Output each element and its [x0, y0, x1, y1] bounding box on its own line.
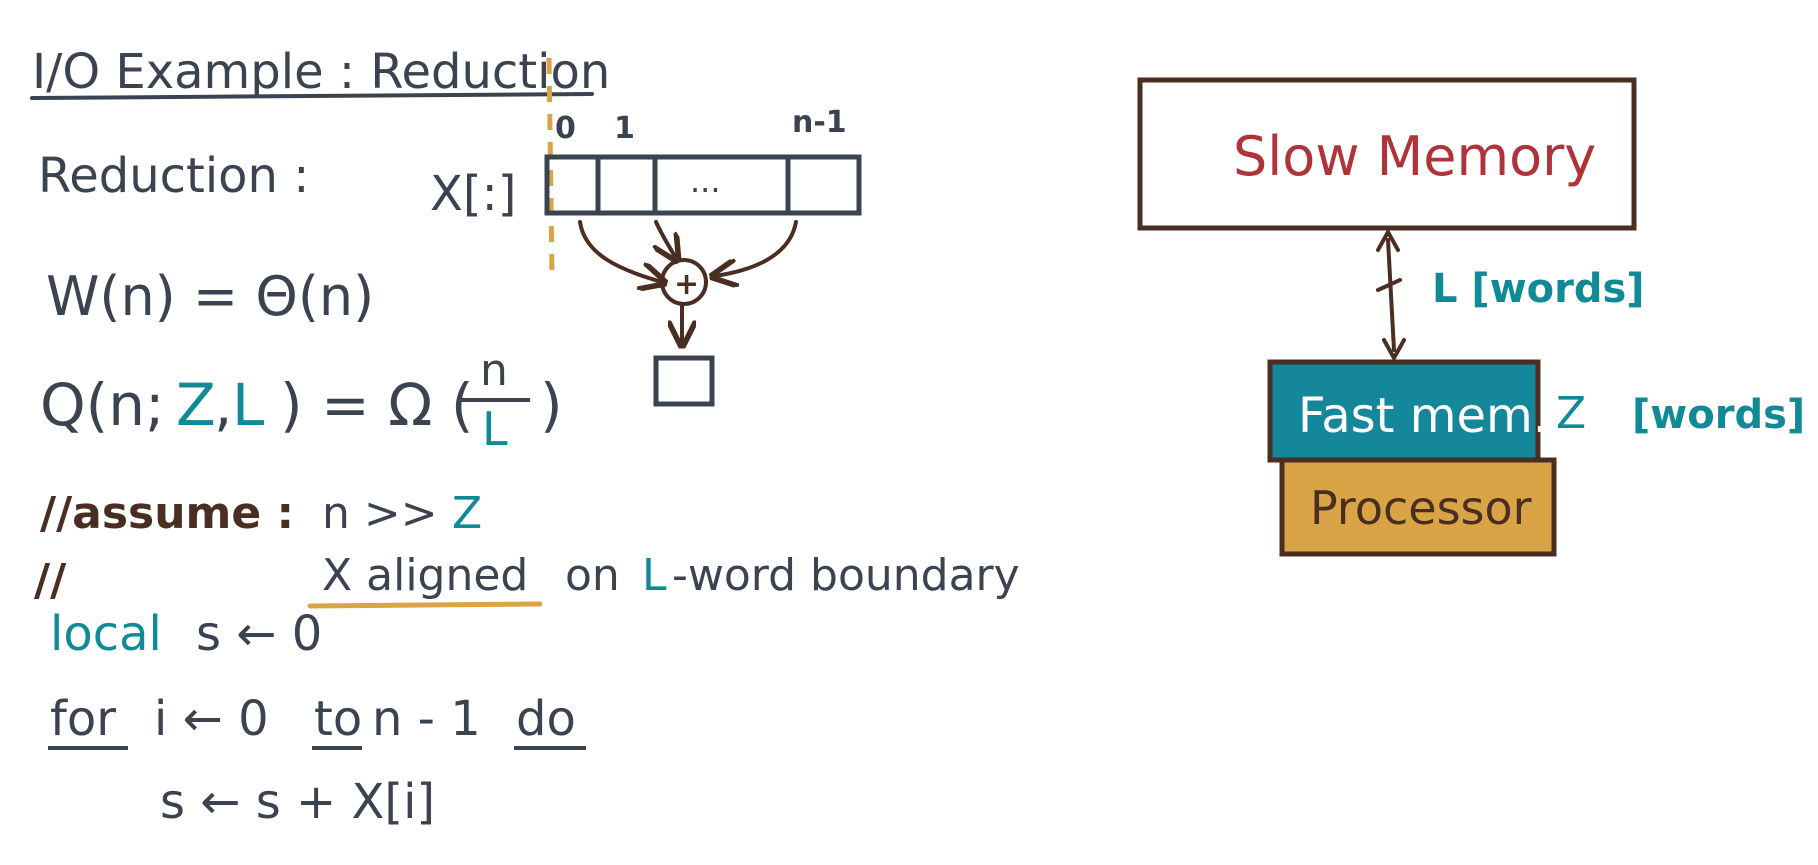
array-cells	[544, 154, 862, 216]
assume-z: Z	[452, 488, 482, 539]
code-line2-range: n - 1	[372, 691, 481, 747]
q-comma: ,	[214, 371, 232, 439]
code-line2-mid: i ← 0	[154, 691, 269, 747]
fast-memory-box	[1267, 359, 1541, 463]
transfer-arrowhead-down	[1382, 338, 1406, 363]
arrow-from-first	[578, 220, 662, 282]
assume2-aligned: X aligned	[322, 550, 528, 601]
q-numerator: n	[480, 345, 508, 396]
slow-memory-label: Slow Memory	[1233, 125, 1596, 188]
assume2-prefix: //	[34, 555, 67, 606]
array-name: X[:]	[430, 166, 517, 222]
alignment-boundary-line	[546, 57, 555, 276]
memory-transfer-link	[1376, 227, 1406, 363]
q-denominator: L	[482, 402, 508, 456]
plus-operator-circle	[660, 258, 708, 306]
reduction-label: Reduction :	[38, 148, 309, 204]
code-for-keyword: for	[50, 691, 116, 747]
array-index-last: n-1	[792, 105, 847, 140]
q-formula: Q(n; Z , L ) = Ω ( n L )	[40, 345, 563, 456]
assume2-rest: -word boundary	[672, 550, 1020, 601]
assume-prefix: //assume :	[40, 488, 294, 539]
assume-expr: n >>	[322, 488, 438, 539]
result-box	[653, 355, 715, 407]
fast-memory-label: Fast mem.	[1298, 388, 1548, 444]
assume2-l: L	[642, 550, 667, 601]
transfer-label: L [words]	[1432, 266, 1645, 312]
arrow-from-middle	[656, 220, 676, 258]
title-underline	[30, 92, 594, 100]
transfer-arrowhead-up	[1376, 227, 1400, 252]
reduction-arrows	[578, 220, 798, 343]
fast-memory-size-unit: [words]	[1632, 392, 1805, 438]
arrow-from-last	[715, 220, 798, 276]
processor-label: Processor	[1310, 481, 1532, 535]
code-local-keyword: local	[50, 606, 162, 662]
page-title: I/O Example : Reduction	[32, 44, 610, 100]
code-line1: s ← 0	[196, 606, 322, 662]
transfer-tick	[1376, 278, 1402, 292]
aligned-underline	[307, 601, 543, 609]
code-do-keyword: do	[516, 691, 576, 747]
plus-operator: +	[674, 267, 699, 302]
fast-memory-size-z: Z	[1556, 388, 1586, 439]
array-index-1: 1	[614, 111, 635, 146]
work-formula: W(n) = Θ(n)	[46, 265, 374, 328]
q-mid: ) = Ω (	[280, 371, 473, 439]
code-to-keyword: to	[314, 691, 362, 747]
transfer-arrow-line	[1386, 238, 1396, 352]
q-prefix: Q(n;	[40, 371, 165, 439]
assume2-on: on	[565, 550, 620, 601]
array-index-0: 0	[555, 111, 576, 146]
array-outline	[544, 154, 862, 216]
q-close: )	[540, 371, 563, 439]
array-ellipsis: ...	[690, 162, 721, 200]
processor-box	[1279, 457, 1557, 557]
q-z: Z	[176, 371, 216, 439]
code-line3: s ← s + X[i]	[160, 774, 435, 830]
slow-memory-box	[1137, 77, 1637, 231]
q-l: L	[232, 371, 264, 439]
